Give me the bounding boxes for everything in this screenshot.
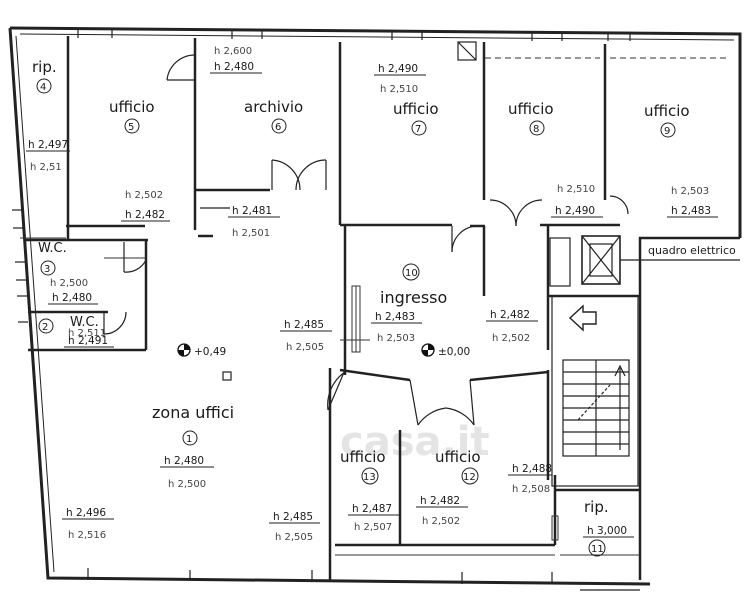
level-label-zona-uffici: +0,49 <box>194 346 226 358</box>
height-label: h 2,500 <box>50 278 88 289</box>
room-number-11: 11 <box>591 544 604 555</box>
room-name-5: ufficio <box>109 98 155 116</box>
room-name-11: rip. <box>584 498 609 516</box>
room-number-7: 7 <box>415 124 421 135</box>
height-label: h 2,502 <box>125 190 163 201</box>
height-label: h 3,000 <box>587 525 627 537</box>
height-label: h 2,491 <box>68 335 108 347</box>
room-name-10: ingresso <box>380 288 447 307</box>
height-label: h 2,505 <box>275 532 313 543</box>
height-label: h 2,483 <box>671 205 711 217</box>
height-label: h 2,501 <box>232 228 270 239</box>
height-label: h 2,502 <box>422 516 460 527</box>
room-number-8: 8 <box>533 124 539 135</box>
height-label: h 2,496 <box>66 507 106 519</box>
height-label: h 2,482 <box>125 209 165 221</box>
secondary-lines <box>20 57 730 556</box>
height-label: h 2,485 <box>273 511 313 523</box>
room-number-5: 5 <box>128 122 134 133</box>
level-marker-icon <box>177 343 435 357</box>
height-label: h 2,510 <box>557 184 595 195</box>
height-label: h 2,482 <box>420 495 460 507</box>
height-label: h 2,497 <box>28 139 68 151</box>
room-name-13: ufficio <box>340 448 386 466</box>
room-number-4: 4 <box>40 82 46 93</box>
room-name-7: ufficio <box>393 100 439 118</box>
height-label: h 2,505 <box>286 342 324 353</box>
height-label: h 2,510 <box>380 84 418 95</box>
height-label: h 2,488 <box>512 463 552 475</box>
watermark: casa.it <box>340 419 490 465</box>
room-number-12: 12 <box>463 472 476 483</box>
height-label: h 2,600 <box>214 46 252 57</box>
height-label: h 2,507 <box>354 522 392 533</box>
room-number-13: 13 <box>363 472 376 483</box>
height-label: h 2,508 <box>512 484 550 495</box>
height-label: h 2,500 <box>168 479 206 490</box>
height-label: h 2,490 <box>378 63 418 75</box>
room-name-2: W.C. <box>70 315 99 330</box>
room-number-circles <box>36 78 676 557</box>
door-swings <box>103 54 629 426</box>
height-label: h 2,487 <box>352 503 392 515</box>
room-number-6: 6 <box>275 122 281 133</box>
room-number-1: 1 <box>186 434 192 445</box>
room-number-3: 3 <box>44 264 50 275</box>
height-annotations: h 2,497 h 2,51 h 2,600 h 2,480 h 2,490 h… <box>28 46 711 543</box>
height-label: h 2,480 <box>52 292 92 304</box>
height-label: h 2,481 <box>232 205 272 217</box>
height-label: h 2,503 <box>671 186 709 197</box>
outer-walls <box>8 26 742 586</box>
window-marks <box>12 30 631 584</box>
height-label: h 2,502 <box>492 333 530 344</box>
room-name-8: ufficio <box>508 100 554 118</box>
interior-walls <box>24 36 640 580</box>
room-name-6: archivio <box>244 98 303 116</box>
room-number-2: 2 <box>42 322 48 333</box>
fixtures <box>222 41 740 591</box>
quadro-elettrico-label: quadro elettrico <box>648 244 736 257</box>
room-name-1: zona uffici <box>152 403 234 422</box>
height-label: h 2,480 <box>164 455 204 467</box>
height-label: h 2,490 <box>555 205 595 217</box>
height-label: h 2,480 <box>214 61 254 73</box>
room-name-4: rip. <box>32 58 57 76</box>
height-label: h 2,485 <box>284 319 324 331</box>
height-label: h 2,516 <box>68 530 106 541</box>
room-name-3: W.C. <box>38 241 67 256</box>
level-label-ingresso: ±0,00 <box>438 346 470 358</box>
height-label: h 2,503 <box>377 333 415 344</box>
room-number-10: 10 <box>405 268 418 279</box>
room-name-12: ufficio <box>435 448 481 466</box>
height-label: h 2,482 <box>490 309 530 321</box>
room-name-9: ufficio <box>644 102 690 120</box>
height-underlines <box>26 72 718 538</box>
height-label: h 2,511 <box>68 328 106 339</box>
height-label: h 2,51 <box>30 162 62 173</box>
height-label: h 2,483 <box>375 311 415 323</box>
room-number-9: 9 <box>664 126 670 137</box>
